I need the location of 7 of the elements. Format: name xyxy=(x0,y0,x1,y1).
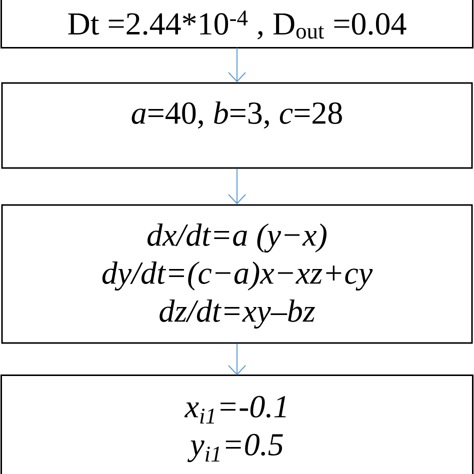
process-box: a=40, b=3, c=28 xyxy=(1,82,473,169)
arrow xyxy=(228,47,246,82)
process-box: x$_{i1}$=-0.1 y$_{i1}$=0.5 xyxy=(0,374,474,474)
arrow xyxy=(228,168,246,204)
process-box: Dt =2.44*10$^{-4}$ , D$_{out}$ =0.04 xyxy=(0,0,474,48)
arrow xyxy=(228,343,246,376)
process-box: dx/dt=a (y−x) dy/dt=(c−a)x−xz+cy dz/dt=xy–bz xyxy=(1,204,473,344)
